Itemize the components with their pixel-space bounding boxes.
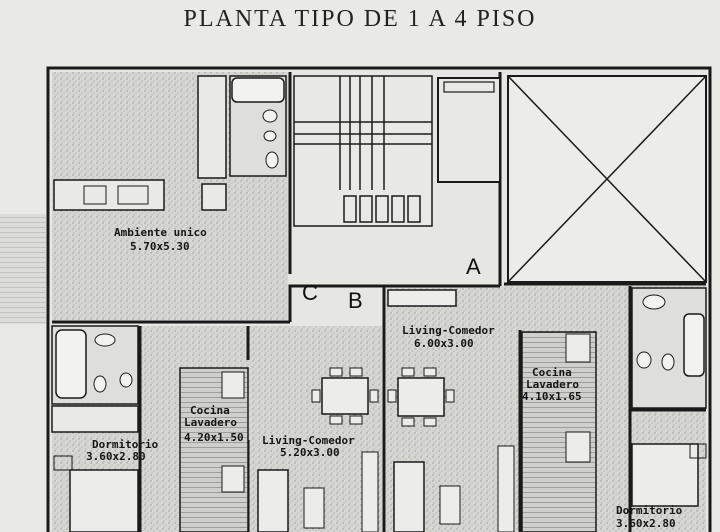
ambiente-size: 5.70x5.30 bbox=[130, 240, 190, 253]
dormitorio-a-name: Dormitorio bbox=[616, 504, 683, 517]
cocina-a-size: 4.10x1.65 bbox=[522, 390, 582, 403]
sofa-a-icon bbox=[393, 461, 425, 532]
balcony-left bbox=[0, 214, 46, 324]
kitchen-counter bbox=[53, 179, 165, 211]
dining-table-a-icon bbox=[397, 377, 445, 417]
dining-table-b-icon bbox=[321, 377, 369, 415]
bathtub-2-icon bbox=[55, 329, 87, 399]
bathtub-icon bbox=[231, 77, 285, 103]
entry-shelf-a bbox=[387, 289, 457, 307]
stove-b-icon bbox=[221, 465, 245, 493]
light-well-cross bbox=[507, 75, 707, 283]
cocina-a-name: Cocina bbox=[532, 366, 572, 379]
stove-a-icon bbox=[565, 431, 591, 463]
kitchen-sink-icon bbox=[117, 185, 149, 205]
elevator bbox=[437, 77, 501, 183]
living-a-size: 6.00x3.00 bbox=[414, 337, 474, 350]
nightstand-a-icon bbox=[689, 443, 707, 459]
lavadero-b-name: Lavadero bbox=[184, 416, 237, 429]
cocina-b-size: 4.20x1.50 bbox=[184, 431, 244, 444]
coffee-table-a-icon bbox=[439, 485, 461, 525]
elevator-door bbox=[443, 81, 495, 93]
lavadero-a-name: Lavadero bbox=[526, 378, 579, 391]
unit-c-label: C bbox=[302, 280, 318, 305]
bathtub-3-icon bbox=[683, 313, 705, 377]
dormitorio-b-size: 3.60x2.80 bbox=[86, 450, 146, 463]
sofa-b-icon bbox=[257, 469, 289, 532]
bidet-3-icon bbox=[661, 353, 675, 371]
living-b-size: 5.20x3.00 bbox=[280, 446, 340, 459]
toilet-icon bbox=[265, 151, 279, 169]
unit-b-label: B bbox=[348, 288, 363, 313]
sink-icon bbox=[262, 109, 278, 123]
fridge-b-icon bbox=[221, 371, 245, 399]
bidet-icon bbox=[263, 130, 277, 142]
coffee-table-b-icon bbox=[303, 487, 325, 529]
unit-a-label: A bbox=[466, 254, 481, 279]
nightstand-b-icon bbox=[53, 455, 73, 471]
chairs-b bbox=[311, 367, 379, 425]
shelf-b-icon bbox=[361, 451, 379, 532]
sink-3-icon bbox=[642, 294, 666, 310]
cocina-b-name: Cocina bbox=[190, 404, 230, 417]
living-b-name: Living-Comedor bbox=[262, 434, 355, 447]
chairs-a bbox=[387, 367, 455, 427]
stove-icon bbox=[83, 185, 107, 205]
fridge-a-icon bbox=[565, 333, 591, 363]
staircase bbox=[293, 75, 433, 227]
closet-2 bbox=[51, 405, 139, 433]
toilet-3-icon bbox=[636, 351, 652, 369]
bidet-2-icon bbox=[119, 372, 133, 388]
ambiente-name: Ambiente unico bbox=[114, 226, 207, 239]
dormitorio-b-name: Dormitorio bbox=[92, 438, 159, 451]
bed-b-icon bbox=[69, 469, 139, 532]
closet bbox=[197, 75, 227, 179]
shelf-a-icon bbox=[497, 445, 515, 532]
living-a-name: Living-Comedor bbox=[402, 324, 495, 337]
plan-title: PLANTA TIPO DE 1 A 4 PISO bbox=[183, 6, 537, 32]
sink-2-icon bbox=[94, 333, 116, 347]
dormitorio-a-size: 3.60x2.80 bbox=[616, 517, 676, 530]
bed-a-icon bbox=[631, 443, 699, 507]
fridge bbox=[201, 183, 227, 211]
toilet-2-icon bbox=[93, 375, 107, 393]
